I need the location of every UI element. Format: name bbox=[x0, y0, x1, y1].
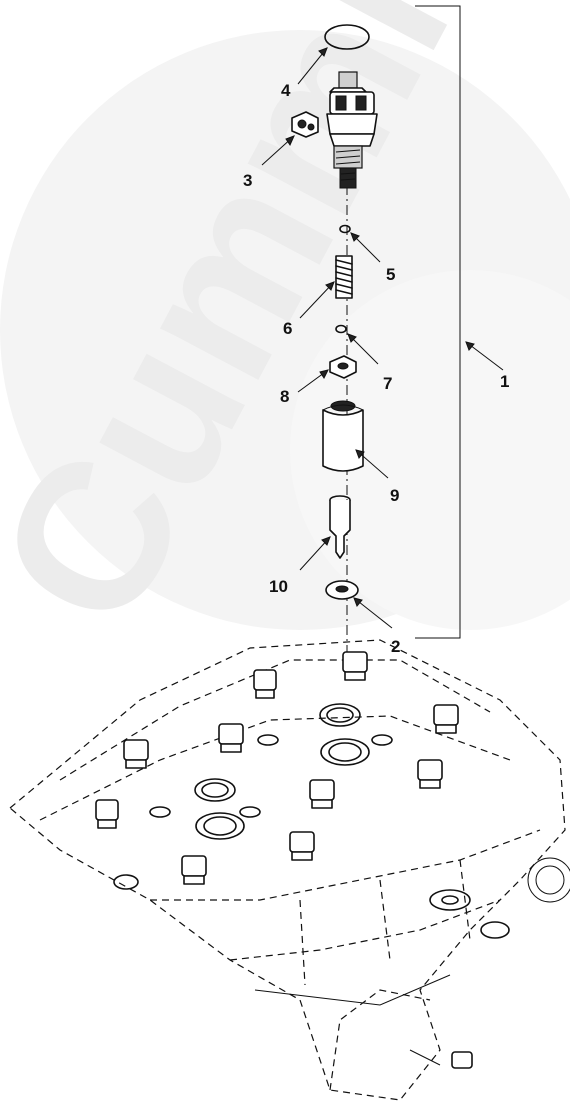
callout-label-6: 6 bbox=[283, 319, 292, 338]
callout-leaders bbox=[261, 47, 504, 629]
callout-label-2: 2 bbox=[391, 637, 400, 656]
callout-label-7: 7 bbox=[383, 374, 392, 393]
small-ring-part bbox=[339, 224, 351, 234]
head-bolt bbox=[289, 831, 315, 861]
callout-label-9: 9 bbox=[390, 486, 399, 505]
assembly-bracket bbox=[415, 5, 461, 639]
nozzle-sleeve-part bbox=[322, 400, 364, 472]
o-ring-part bbox=[324, 24, 370, 50]
spacer-part bbox=[329, 355, 357, 379]
head-bolt bbox=[95, 799, 119, 829]
head-bolt bbox=[253, 669, 277, 699]
injector-part bbox=[326, 71, 378, 189]
callout-label-8: 8 bbox=[280, 387, 289, 406]
clip-part bbox=[291, 111, 319, 138]
head-bolt bbox=[123, 739, 149, 769]
head-bolt bbox=[218, 723, 244, 753]
callout-label-5: 5 bbox=[386, 265, 395, 284]
nozzle-part bbox=[329, 495, 351, 559]
head-bolt bbox=[417, 759, 443, 789]
cylinder-head bbox=[9, 639, 570, 1101]
small-ring-part bbox=[335, 324, 347, 334]
callout-label-10: 10 bbox=[269, 577, 288, 596]
watermark: Cummins bbox=[0, 0, 570, 661]
washer-part bbox=[325, 580, 359, 600]
callout-label-3: 3 bbox=[243, 171, 252, 190]
head-bolt bbox=[309, 779, 335, 809]
head-bolt bbox=[433, 704, 459, 734]
spring-part bbox=[335, 255, 353, 299]
callout-label-4: 4 bbox=[281, 81, 291, 100]
callout-label-1: 1 bbox=[500, 372, 509, 391]
head-bolt bbox=[181, 855, 207, 885]
head-bolt bbox=[342, 651, 368, 681]
